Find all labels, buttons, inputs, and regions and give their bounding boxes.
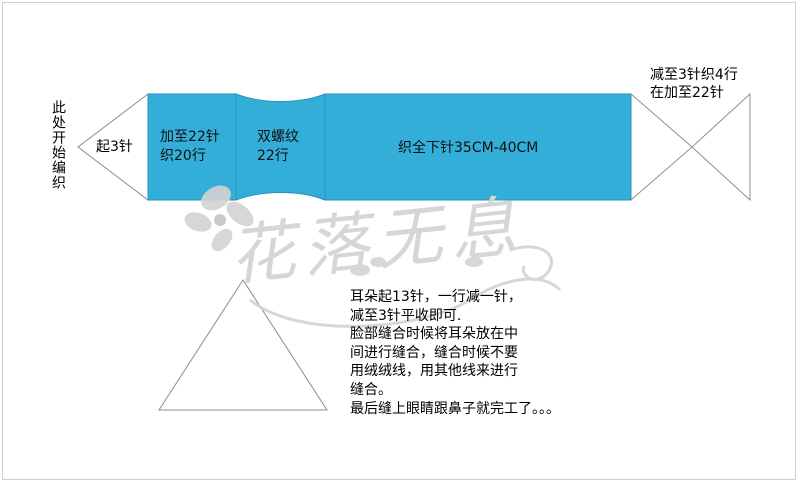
spiral-line: 双螺纹 [257, 129, 299, 145]
ear-note-line: 缝合。 [350, 381, 392, 398]
start-knitting-label: 此处开始编织 [50, 100, 66, 190]
ear-note-line: 减至3针平收即可. [350, 307, 462, 324]
ear-triangle-shape [158, 279, 328, 411]
ear-note-line: 脸部缝合时候将耳朵放在中 [350, 326, 518, 343]
spiral-line: 22行 [257, 148, 289, 164]
increase-label: 加至22针 织20行 [160, 128, 220, 166]
ear-notes: 耳朵起13针，一行减一针， 减至3针平收即可. 脸部缝合时候将耳朵放在中 间进行… [350, 288, 560, 418]
ear-note-line: 最后缝上眼睛跟鼻子就完工了。。。 [350, 400, 560, 417]
ear-note-line: 耳朵起13针，一行减一针， [350, 289, 522, 305]
right-note-line: 在加至22针 [650, 85, 724, 101]
ear-note-line: 用绒绒线，用其他线来进行 [350, 363, 518, 380]
plain-label: 织全下针35CM-40CM [398, 140, 539, 156]
spiral-label: 双螺纹 22行 [257, 128, 299, 166]
right-bowtie-shape [630, 92, 751, 202]
flower-watermark-icon [184, 185, 562, 328]
increase-section [147, 93, 237, 201]
increase-line: 织20行 [160, 148, 206, 164]
plain-section [324, 93, 632, 201]
cast-on-label: 起3针 [96, 139, 133, 155]
ear-note-line: 间进行缝合，缝合时候不要 [350, 344, 518, 361]
right-note-line: 减至3针织4行 [650, 67, 738, 83]
increase-line: 加至22针 [160, 129, 220, 145]
right-note: 减至3针织4行 在加至22针 [650, 66, 738, 102]
